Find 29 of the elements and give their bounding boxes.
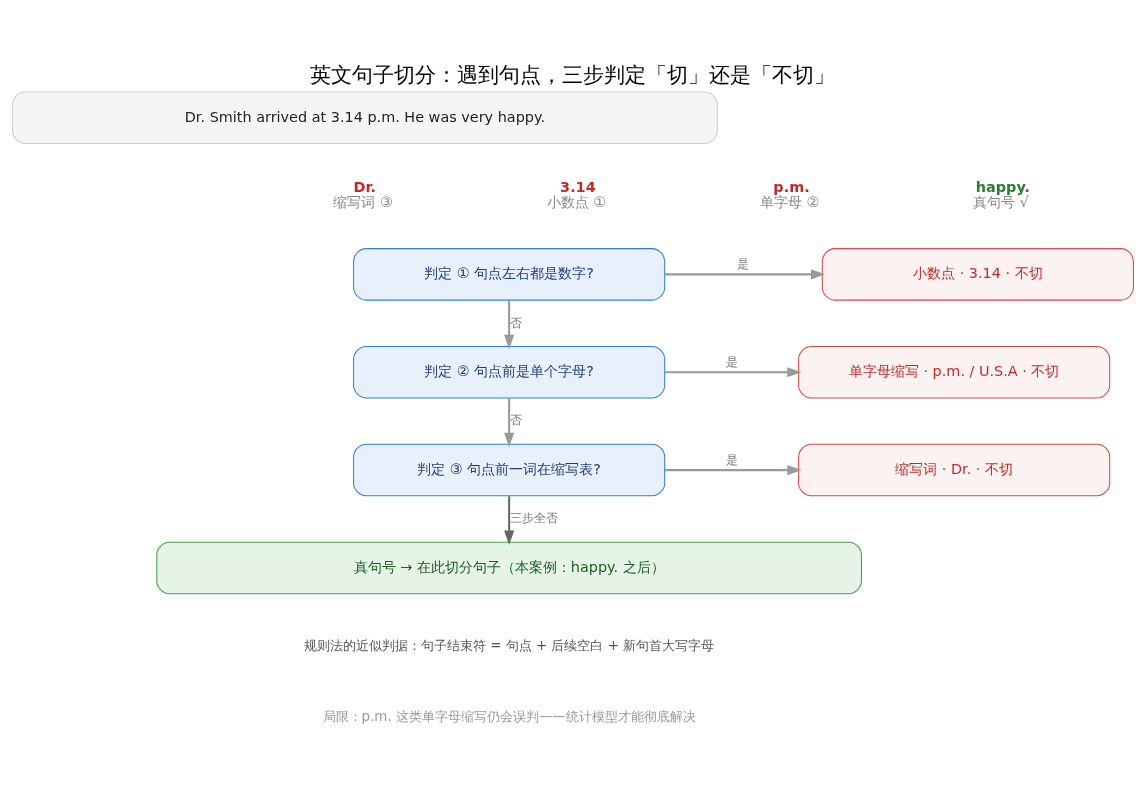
arrow [664, 269, 826, 280]
label: 局限：p.m. 这类单字母缩写仍会误判——统计模型才能彻底解决 [322, 708, 696, 724]
node-box: 单字母缩写 · p.m. / U.S.A · 不切 [798, 345, 1111, 399]
node-box: 判定 ③ 句点前一词在缩写表? [353, 443, 666, 497]
arrow [664, 465, 802, 476]
label: 小数点 ① [546, 193, 607, 210]
node-box: 判定 ① 句点左右都是数字? [353, 248, 666, 301]
arrow [664, 367, 802, 378]
label: Dr. [353, 179, 377, 196]
edge-label: 否 [509, 315, 522, 330]
node-box: 真句号 → 在此切分句子（本案例：happy. 之后） [156, 541, 862, 595]
edge-label: 是 [725, 452, 738, 467]
edge-label: 是 [725, 354, 738, 369]
node-box: 判定 ② 句点前是单个字母? [353, 345, 666, 399]
label: 缩写词 ③ [333, 193, 393, 210]
edge-label: 三步全否 [510, 511, 559, 526]
diagram-title: 英文句子切分：遇到句点，三步判定「切」还是「不切」 [310, 62, 836, 87]
arrow [504, 398, 515, 448]
node-box: 缩写词 · Dr. · 不切 [798, 443, 1111, 497]
label: happy. [975, 179, 1030, 196]
arrow [504, 300, 515, 350]
edge-label: 是 [737, 256, 750, 271]
node-box: Dr. Smith arrived at 3.14 p.m. He was very happy. [12, 91, 718, 145]
label: 规则法的近似判据：句子结束符 = 句点 + 后续空白 + 新句首大写字母 [304, 637, 715, 653]
label: p.m. [773, 179, 810, 196]
node-box: 小数点 · 3.14 · 不切 [821, 248, 1134, 301]
arrow [504, 496, 515, 546]
label: 3.14 [560, 179, 596, 196]
edge-label: 否 [509, 413, 522, 428]
